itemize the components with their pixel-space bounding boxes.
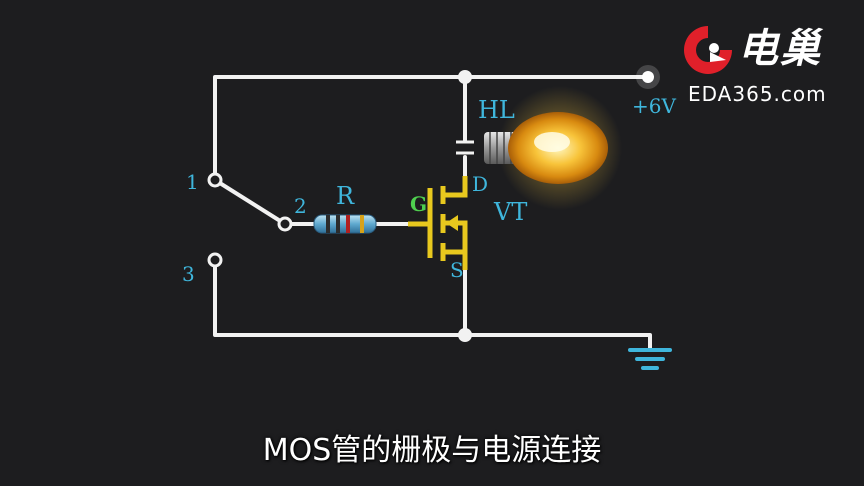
subtitle-caption: MOS管的栅极与电源连接: [262, 433, 602, 468]
logo-mark-icon: [684, 26, 732, 74]
terminal-2-node[interactable]: [277, 216, 293, 232]
bottom-junction: [458, 328, 472, 342]
lamp-label: HL: [478, 96, 515, 124]
drain-lead: [443, 176, 468, 198]
supply-terminal: [636, 65, 660, 89]
junctions: [458, 70, 472, 342]
mosfet-symbol: [408, 176, 468, 270]
gate-label: G: [410, 192, 428, 216]
source-lead: [443, 249, 468, 270]
logo-brand-text: 电巢: [738, 26, 822, 72]
drain-label: D: [472, 172, 489, 196]
terminal-1-label: 1: [186, 170, 199, 194]
switch-blade: [213, 178, 287, 226]
resistor: [313, 214, 377, 234]
resistor-label: R: [336, 182, 355, 210]
terminal-1-node[interactable]: [207, 172, 223, 188]
mosfet-arrow: [446, 215, 458, 231]
brand-logo: 电巢 EDA365.com: [680, 18, 850, 108]
lamp-contact: [456, 140, 474, 155]
terminals: [207, 172, 293, 268]
terminal-2-label: 2: [294, 194, 307, 218]
top-junction: [458, 70, 472, 84]
bottom-wire: [213, 258, 652, 350]
top-wire: [213, 75, 650, 182]
supply-voltage-label: +6V: [632, 94, 676, 118]
ground-icon: [628, 348, 672, 370]
source-label: S: [450, 258, 464, 282]
logo-site-text: EDA365.com: [688, 82, 827, 106]
lamp-bulb: [484, 86, 622, 210]
transistor-label: VT: [494, 198, 528, 226]
terminal-3-label: 3: [182, 262, 195, 286]
terminal-3-node[interactable]: [207, 252, 223, 268]
